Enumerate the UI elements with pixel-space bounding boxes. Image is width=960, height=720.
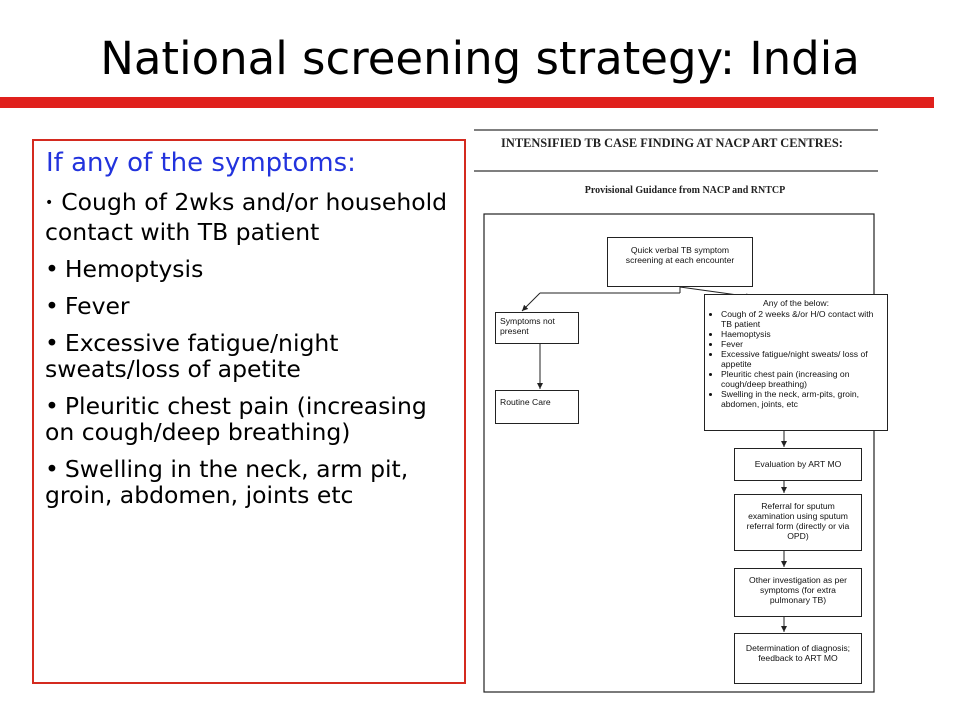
bullet-icon: • [45,292,59,320]
symptom-item: •Fever [45,293,453,319]
routine-care-box: Routine Care [495,390,579,424]
any-symptom-list: Cough of 2 weeks &/or H/O contact with T… [709,309,883,409]
symptom-item: •Hemoptysis [45,256,453,282]
evaluation-box: Evaluation by ART MO [734,448,862,481]
symptom-list: •Cough of 2wks and/or household contact … [45,189,453,519]
bullet-icon: • [45,392,59,420]
any-symptom-item: Haemoptysis [721,329,883,339]
bullet-icon: • [45,195,54,211]
flowchart-image: INTENSIFIED TB CASE FINDING AT NACP ART … [470,125,888,695]
determination-box: Determination of diagnosis; feedback to … [734,633,862,684]
symptom-item: •Pleuritic chest pain (increasing on cou… [45,393,453,445]
other-investigation-box: Other investigation as per symptoms (for… [734,568,862,617]
symptom-text: Swelling in the neck, arm pit, groin, ab… [45,455,409,509]
bullet-icon: • [45,455,59,483]
symptom-panel: If any of the symptoms: •Cough of 2wks a… [32,139,466,684]
symptom-text: Pleuritic chest pain (increasing on coug… [45,392,427,446]
flowchart-title: INTENSIFIED TB CASE FINDING AT NACP ART … [501,136,843,150]
symptom-item: •Cough of 2wks and/or household contact … [45,189,453,245]
any-symptom-item: Fever [721,339,883,349]
symptom-item: •Swelling in the neck, arm pit, groin, a… [45,456,453,508]
referral-box: Referral for sputum examination using sp… [734,494,862,551]
any-symptom-box: Any of the below: Cough of 2 weeks &/or … [704,294,888,431]
bullet-icon: • [45,329,59,357]
symptom-text: Hemoptysis [64,255,204,283]
flowchart-subtitle: Provisional Guidance from NACP and RNTCP [584,185,786,196]
screening-box: Quick verbal TB symptom screening at eac… [607,237,753,287]
any-symptom-item: Excessive fatigue/night sweats/ loss of … [721,349,883,369]
bullet-icon: • [45,255,59,283]
symptom-text: Excessive fatigue/night sweats/loss of a… [45,329,339,383]
title-divider [0,97,934,108]
symptom-item: •Excessive fatigue/night sweats/loss of … [45,330,453,382]
any-symptom-item: Swelling in the neck, arm-pits, groin, a… [721,389,883,409]
any-symptom-item: Pleuritic chest pain (increasing on coug… [721,369,883,389]
slide-title: National screening strategy: India [100,32,860,85]
symptom-text: Cough of 2wks and/or household contact w… [45,188,448,246]
any-symptom-heading: Any of the below: [763,298,829,308]
symptom-heading: If any of the symptoms: [46,148,356,178]
flowchart-connectors [474,129,878,693]
symptom-text: Fever [64,292,130,320]
no-symptoms-box: Symptoms not present [495,312,579,344]
any-symptom-item: Cough of 2 weeks &/or H/O contact with T… [721,309,883,329]
